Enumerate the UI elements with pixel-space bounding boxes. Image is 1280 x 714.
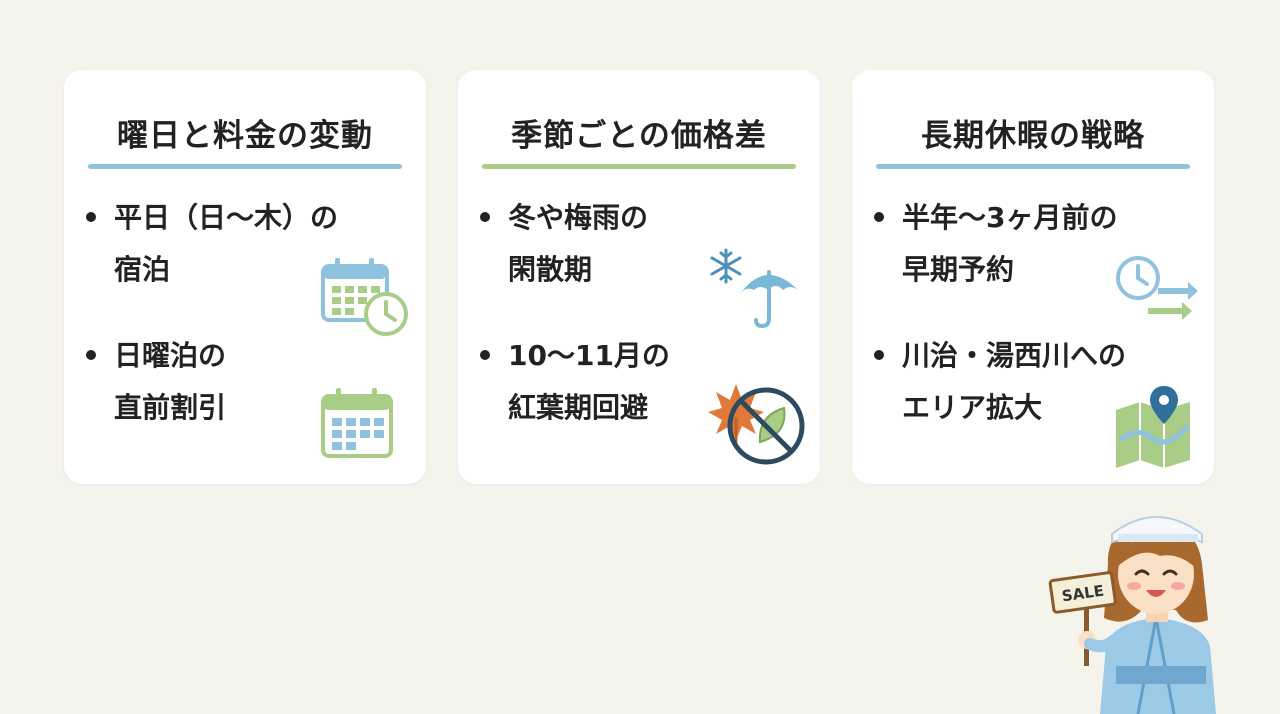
item-line: 日曜泊の (114, 339, 227, 372)
item-line: 早期予約 (902, 253, 1015, 286)
item-line: 半年～3ヶ月前の (902, 201, 1118, 234)
list-item: 10～11月の 紅葉期回避 (480, 330, 780, 434)
title-underline (482, 164, 796, 169)
bullet-dot (874, 212, 884, 222)
item-line: エリア拡大 (902, 391, 1043, 424)
list-item: 冬や梅雨の 閑散期 (480, 192, 780, 296)
list-item: 平日（日～木）の 宿泊 (86, 192, 386, 296)
no-autumn-leaves-icon (708, 384, 805, 465)
card-title: 長期休暇の戦略 (921, 118, 1145, 154)
item-line: 川治・湯西川への (902, 339, 1127, 372)
card-weekday-pricing: 曜日と料金の変動 平日（日～木）の 宿泊 日曜泊の 直前割引 (64, 70, 426, 484)
card-title: 季節ごとの価格差 (511, 118, 767, 154)
yukata-woman-icon: SALE (1048, 516, 1216, 714)
list-item: 半年～3ヶ月前の 早期予約 (874, 192, 1174, 296)
calendar-clock-icon (321, 258, 408, 336)
item-line: 10～11月の (508, 339, 670, 372)
item-line: 直前割引 (114, 391, 227, 424)
list-item: 川治・湯西川への エリア拡大 (874, 330, 1174, 434)
title-underline (88, 164, 402, 169)
map-pin-icon (1116, 386, 1190, 468)
card-long-holiday-strategy: 長期休暇の戦略 半年～3ヶ月前の 早期予約 川治・湯西川への エリア拡大 (852, 70, 1214, 484)
bullet-dot (86, 350, 96, 360)
item-line: 紅葉期回避 (508, 391, 649, 424)
bullet-dot (480, 350, 490, 360)
bullet-dot (874, 350, 884, 360)
clock-arrows-icon (1116, 256, 1198, 320)
item-line: 閑散期 (508, 253, 593, 286)
title-underline (876, 164, 1190, 169)
item-line: 宿泊 (114, 253, 171, 286)
card-seasonal-pricing: 季節ごとの価格差 冬や梅雨の 閑散期 10～11月の 紅葉期回避 (458, 70, 820, 484)
item-line: 平日（日～木）の (114, 201, 339, 234)
sale-sign-text: SALE (1061, 582, 1105, 606)
bullet-dot (480, 212, 490, 222)
calendar-icon (321, 388, 393, 458)
snowflake-umbrella-icon (710, 248, 798, 329)
bullet-dot (86, 212, 96, 222)
list-item: 日曜泊の 直前割引 (86, 330, 386, 434)
item-line: 冬や梅雨の (508, 201, 649, 234)
card-title: 曜日と料金の変動 (117, 118, 373, 154)
